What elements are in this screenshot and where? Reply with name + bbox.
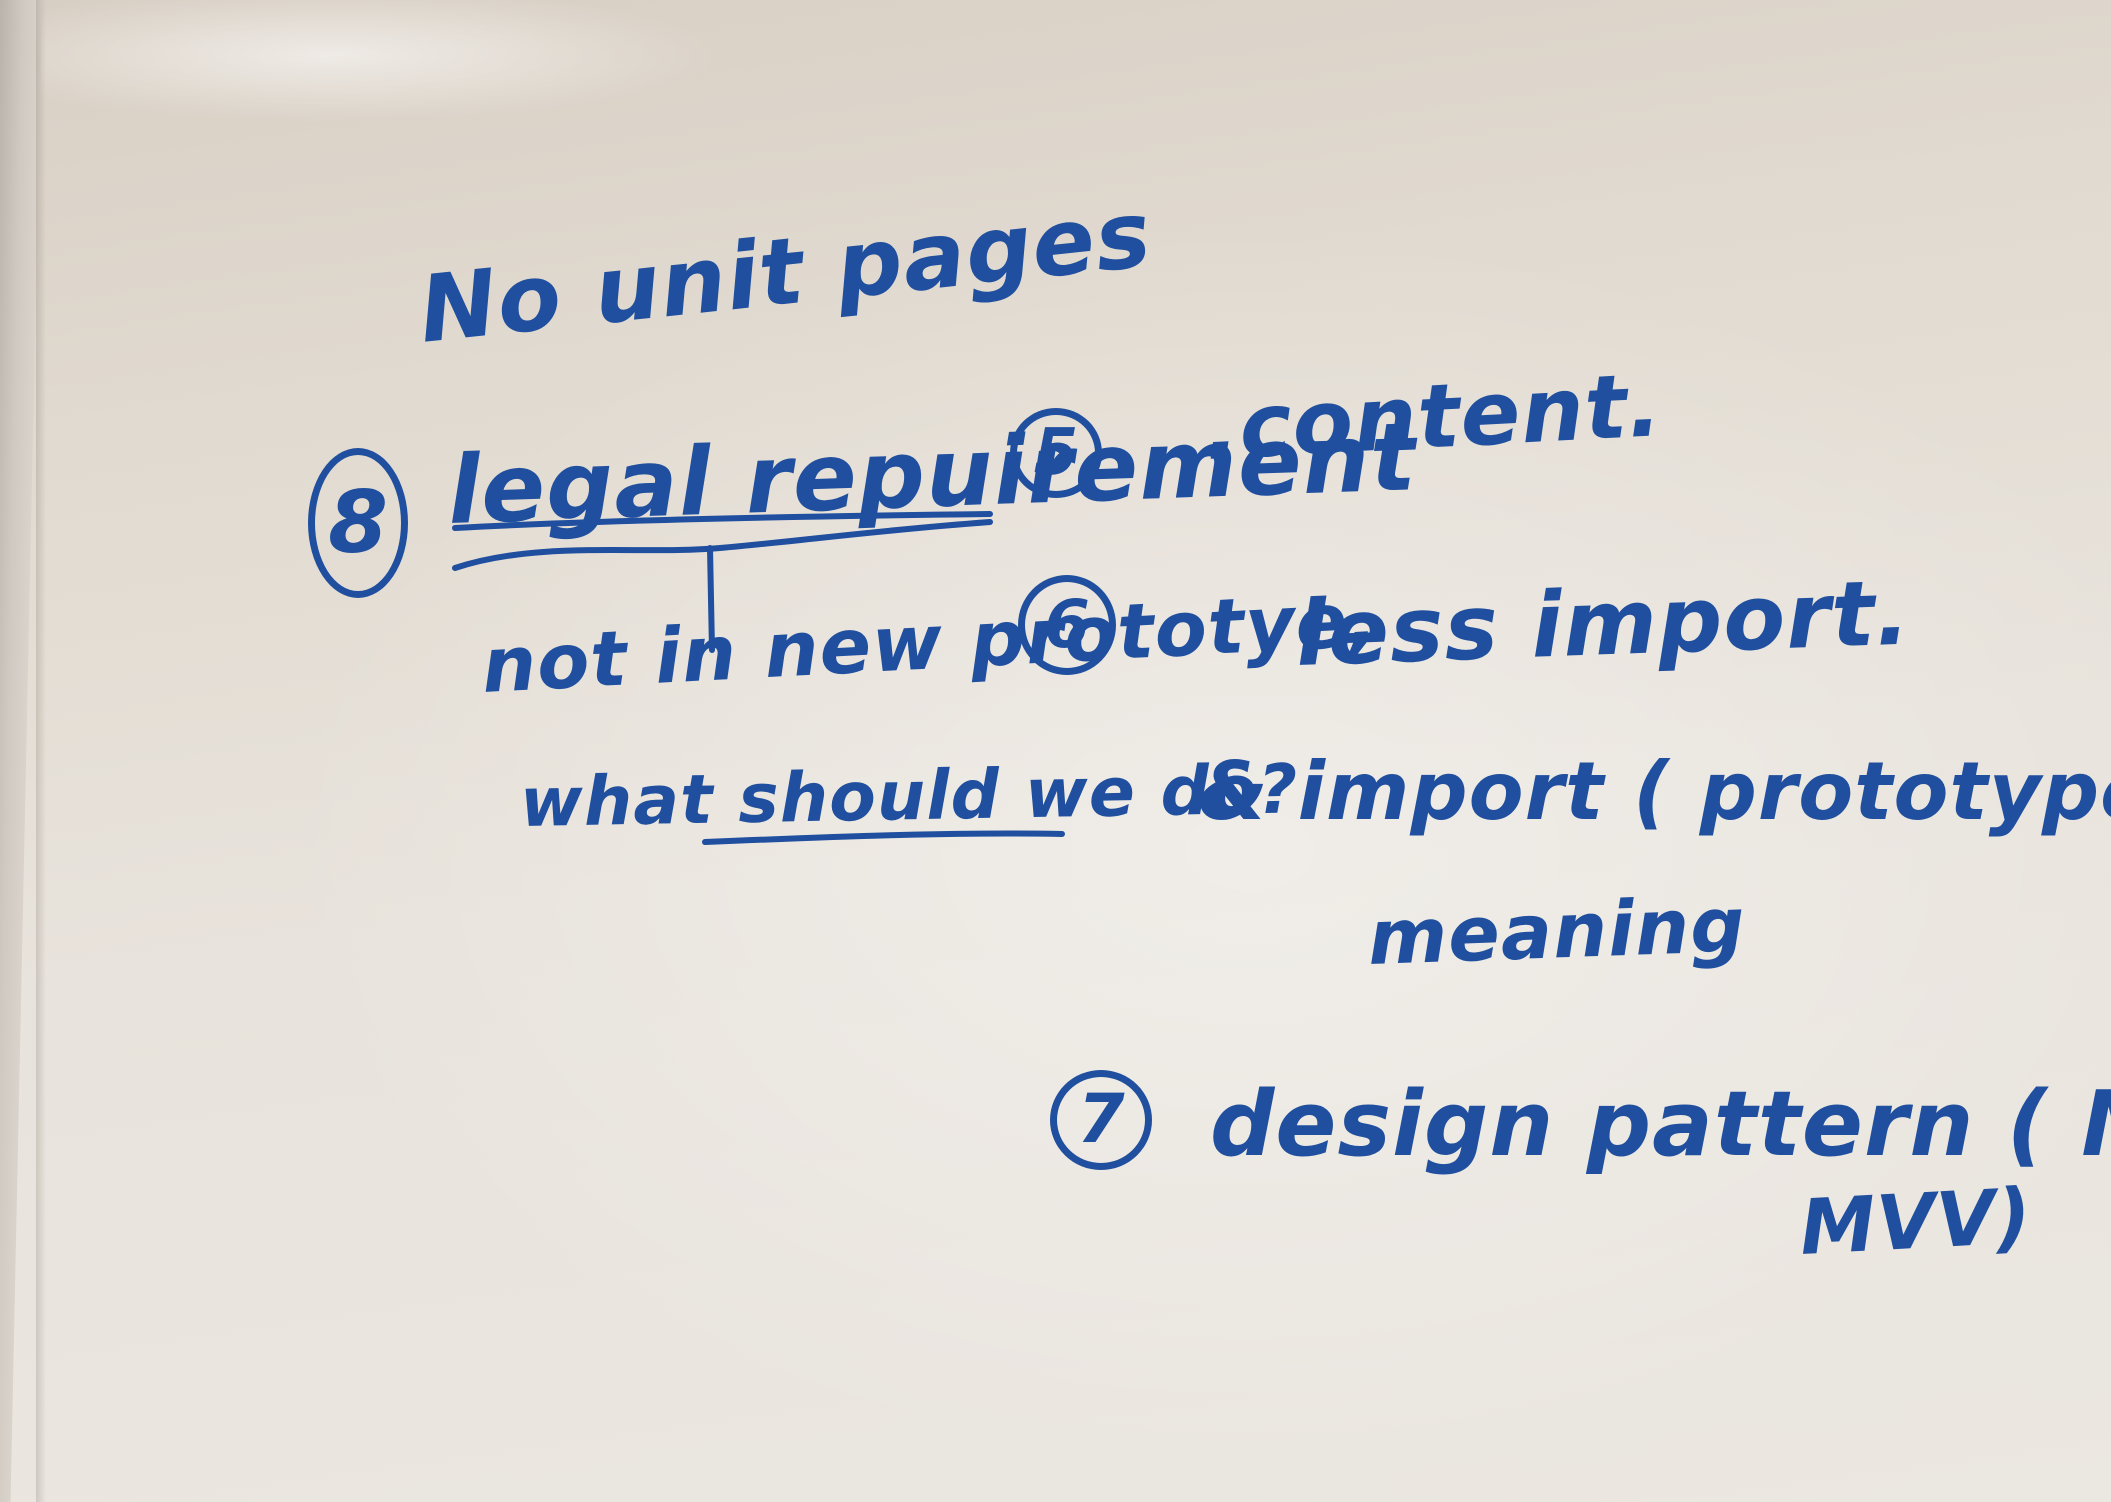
- wavy-line-legal: [452, 519, 993, 571]
- note-design-pattern: design pattern ( MVC,: [1210, 1072, 2111, 1177]
- frame-shadow: [36, 0, 46, 1502]
- circled-number-5: 5: [1010, 408, 1102, 498]
- circled-number-6: 6: [1018, 575, 1116, 675]
- number-5-label: 5: [1033, 416, 1079, 490]
- underline-legal-requirement: [452, 511, 993, 531]
- circled-number-8: 8: [308, 448, 408, 598]
- number-8-label: 8: [328, 473, 388, 573]
- circled-number-7: 7: [1050, 1070, 1152, 1170]
- note-import-prototype: & import ( prototype ): [1198, 745, 2111, 838]
- number-6-label: 6: [1044, 586, 1090, 663]
- connector-line: [707, 545, 715, 653]
- underline-should-we-do: [702, 830, 1065, 845]
- number-7-label: 7: [1077, 1080, 1125, 1159]
